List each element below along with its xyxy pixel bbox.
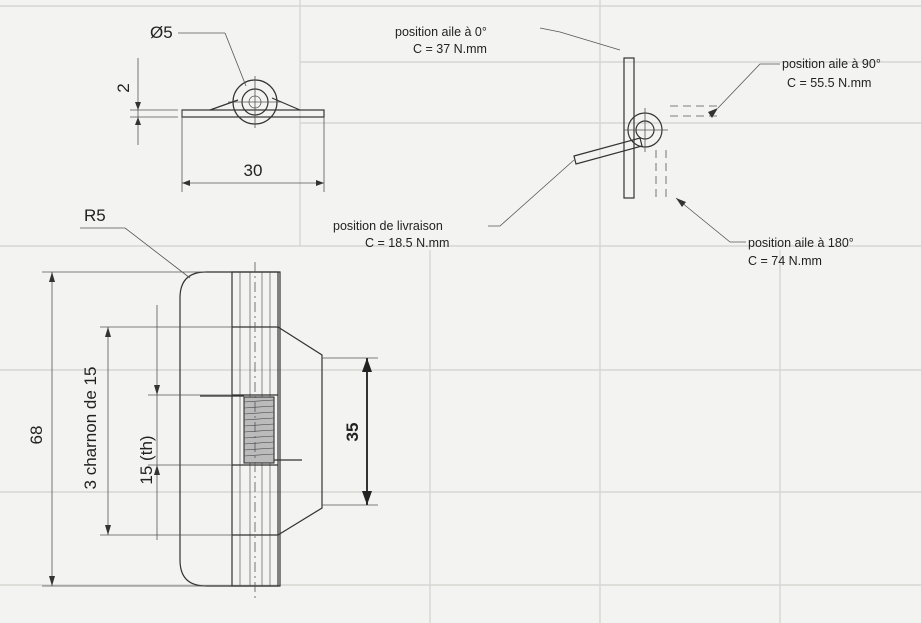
wing-0-torque: C = 37 N.mm [413, 42, 487, 56]
knuckle-length-label: 15 (th) [137, 435, 156, 484]
wing-90-torque: C = 55.5 N.mm [787, 76, 871, 90]
spring-length-label: 35 [343, 423, 362, 442]
diameter-label: Ø5 [150, 23, 173, 42]
delivery-wing [573, 137, 643, 165]
wing-180-label: position aile à 180° [748, 236, 854, 250]
hinge-knuckles-label: 3 charnon de 15 [81, 367, 100, 490]
delivery-torque: C = 18.5 N.mm [365, 236, 449, 250]
wing-180-torque: C = 74 N.mm [748, 254, 822, 268]
wing-0-leaf [623, 57, 635, 199]
positions-view [488, 27, 780, 243]
top-view [130, 32, 325, 192]
wing-0-label: position aile à 0° [395, 25, 487, 39]
height-label: 2 [114, 83, 133, 92]
total-length-label: 68 [27, 426, 46, 445]
wing-90-label: position aile à 90° [782, 57, 881, 71]
side-view [42, 227, 378, 600]
width-label: 30 [244, 161, 263, 180]
radius-label: R5 [84, 206, 106, 225]
top-view-plate [181, 109, 325, 118]
delivery-label: position de livraison [333, 219, 443, 233]
